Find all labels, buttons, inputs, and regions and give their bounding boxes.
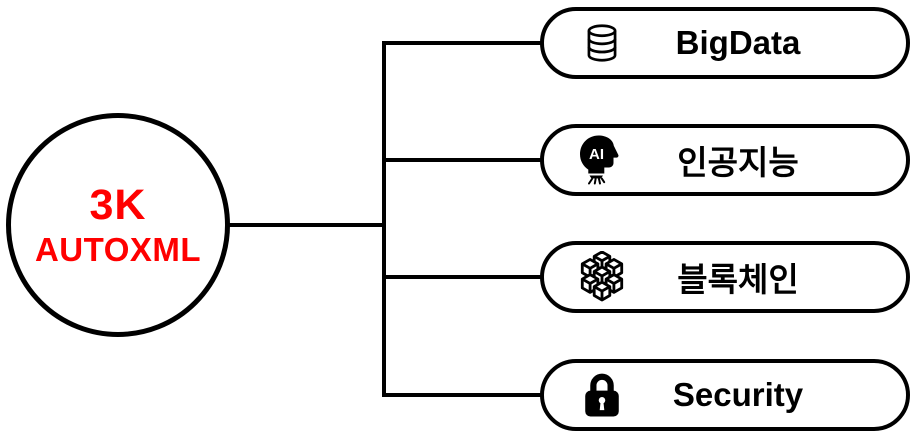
node-label: 인공지능 <box>677 144 799 181</box>
node-label: Security <box>672 376 804 413</box>
root-node-subtitle: AUTOXML <box>34 231 202 268</box>
ai-head-icon: AI <box>574 132 630 188</box>
node-blockchain: 블록체인 <box>540 241 910 313</box>
node-label: 블록체인 <box>677 261 799 298</box>
node-security: Security <box>540 359 910 431</box>
root-node: 3K AUTOXML <box>6 113 230 337</box>
root-node-title: 3K <box>89 181 147 229</box>
node-bigdata: BigData <box>540 7 910 79</box>
padlock-icon <box>574 367 630 423</box>
database-icon <box>574 15 630 71</box>
node-label: BigData <box>675 24 801 61</box>
svg-text:AI: AI <box>589 146 604 163</box>
node-ai: AI 인공지능 <box>540 124 910 196</box>
